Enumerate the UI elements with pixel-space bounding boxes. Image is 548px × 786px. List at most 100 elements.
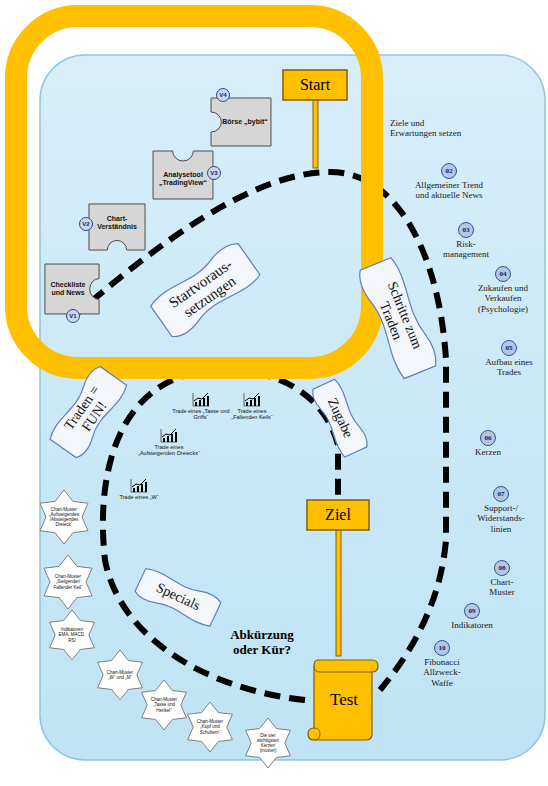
star-node: Chart-Muster „Kopf und Schultern“	[182, 702, 238, 752]
callout-number: 10	[434, 640, 450, 656]
route-return	[103, 370, 338, 700]
chart-icon-part	[132, 479, 146, 487]
scroll-shape-part	[314, 666, 372, 672]
callout-number: 09	[464, 603, 480, 619]
note-label: Abkürzung oder Kür?	[220, 628, 304, 658]
star-badge-part	[98, 650, 143, 700]
callout-number: V1	[66, 309, 80, 323]
star-text: Chart-Muster „Kopf und Schultern“	[194, 719, 226, 735]
star-node: Chart-Muster „Aufsteigendes /Absteigende…	[34, 490, 94, 544]
star-badge-part	[44, 555, 92, 609]
chart-icon-part	[250, 400, 252, 406]
trade-node: Trade eines „Tasse und Griffs“	[170, 392, 232, 421]
star-node: Chart-Muster „W“ und „M“	[92, 650, 148, 700]
step-node: 03Risk- management	[438, 222, 494, 260]
puzzle-text: Checkliste und News	[48, 281, 88, 298]
puz-node: Chart-VerständnisV2	[88, 203, 146, 251]
banner-shape-part	[147, 240, 262, 341]
step-text: Allgemeiner Trend und aktuelle News	[408, 180, 490, 201]
chart-icon-part	[131, 479, 147, 492]
chart-icon-part	[162, 429, 176, 437]
sign-board-part	[283, 70, 347, 100]
callout-number: 08	[494, 560, 510, 576]
step-text: Chart- Muster	[480, 577, 524, 598]
trade-text: Trade eines „W“	[116, 494, 162, 500]
star-text: Die vier wichtigsten Kerzen (muster)	[252, 733, 284, 754]
step-node: 07Support-/ Widerstands- linien	[468, 486, 534, 534]
callout-number: 07	[493, 486, 509, 502]
callout-number: 03	[458, 222, 474, 238]
callout-number: V3	[207, 166, 221, 180]
callout-number: V4	[216, 88, 230, 102]
chart-icon-part	[246, 402, 248, 406]
trade-text: Trade eines „Tasse und Griffs“	[170, 408, 232, 421]
sign-post	[336, 530, 341, 656]
step-node: 10Fibonacci Allzweck- Waffe	[416, 640, 468, 688]
banner-shape-part	[310, 378, 369, 459]
chart-icon-part	[258, 396, 260, 406]
step-text: Risk- management	[438, 239, 494, 260]
chart-icon-part	[163, 438, 165, 442]
puzzle-piece-part	[153, 151, 213, 199]
sign-node: Start	[283, 70, 347, 100]
star-text: Chart-Muster „Tasse und Henkel“	[148, 697, 180, 713]
sign-post	[313, 100, 318, 168]
chart-icon-part	[203, 398, 205, 406]
callout-number: 02	[441, 163, 457, 179]
star-node: Chart-Muster „Steigender/ Fallender Keil…	[38, 555, 98, 609]
chart-icon-part	[161, 429, 177, 442]
scroll-shape-part	[308, 660, 378, 740]
chart-icon	[192, 392, 210, 407]
dashed-route	[72, 172, 446, 700]
trade-node: Trade eines „Fallenden Keils“	[224, 392, 280, 421]
chart-icon-part	[254, 398, 256, 406]
chart-icon-part	[137, 486, 139, 492]
trade-text: Trade eines „Fallenden Keils“	[224, 408, 280, 421]
step-node: 04Zukaufen und Verkaufen (Psychologie)	[462, 266, 544, 314]
star-text: Chart-Muster „W“ und „M“	[104, 670, 136, 680]
banner-shape-part	[356, 256, 439, 381]
star-badge-part	[246, 718, 291, 768]
chart-icon-part	[245, 393, 259, 401]
callout-number: 06	[480, 430, 496, 446]
sign-board-part	[307, 500, 369, 530]
star-node: Die vier wichtigsten Kerzen (muster)	[240, 718, 296, 768]
star-node: Indikatoren EMA, MACD, RSI	[44, 610, 100, 660]
step-node: 06Kerzen	[462, 430, 514, 457]
sign-text: Ziel	[325, 506, 351, 524]
scroll-shape-part	[314, 728, 320, 740]
chart-icon-part	[171, 434, 173, 442]
banner-shape-part	[46, 364, 130, 460]
trade-text: Trade eines „Aufsteigenden Dreiecks“	[138, 444, 200, 457]
star-badge-part	[50, 610, 95, 660]
puzzle-text: Börse „bybit“	[222, 118, 268, 126]
chart-icon-part	[193, 393, 209, 406]
star-badge-part	[40, 490, 88, 544]
star-badge-part	[142, 680, 187, 730]
step-node: 05Aufbau eines Trades	[478, 340, 540, 378]
chart-icon	[243, 392, 261, 407]
sign-text: Start	[300, 76, 330, 94]
puz-node: Analysetool „TradingView“V3	[152, 150, 214, 200]
puz-node: Börse „bybit“V4	[210, 97, 272, 147]
step-text: Fibonacci Allzweck- Waffe	[416, 657, 468, 688]
puzzle-piece-part	[89, 204, 145, 250]
trade-node: Trade eines „W“	[116, 478, 162, 500]
scroll-text: Test	[330, 690, 358, 710]
chart-icon-part	[195, 402, 197, 406]
star-badge-part	[188, 702, 233, 752]
star-node: Chart-Muster „Tasse und Henkel“	[136, 680, 192, 730]
board-ground	[40, 55, 545, 760]
chart-icon-part	[194, 393, 208, 401]
callout-number: 04	[495, 266, 511, 282]
chart-icon-part	[207, 396, 209, 406]
chart-icon-part	[199, 400, 201, 406]
trade-node: Trade eines „Aufsteigenden Dreiecks“	[138, 428, 200, 457]
step-text: Indikatoren	[440, 620, 504, 630]
scroll-node: Test	[306, 656, 380, 740]
puz-node: Checkliste und NewsV1	[44, 263, 100, 315]
note-label: Ziele und Erwartungen setzen	[390, 118, 472, 139]
chart-icon-part	[175, 432, 177, 442]
step-text: Aufbau eines Trades	[478, 357, 540, 378]
